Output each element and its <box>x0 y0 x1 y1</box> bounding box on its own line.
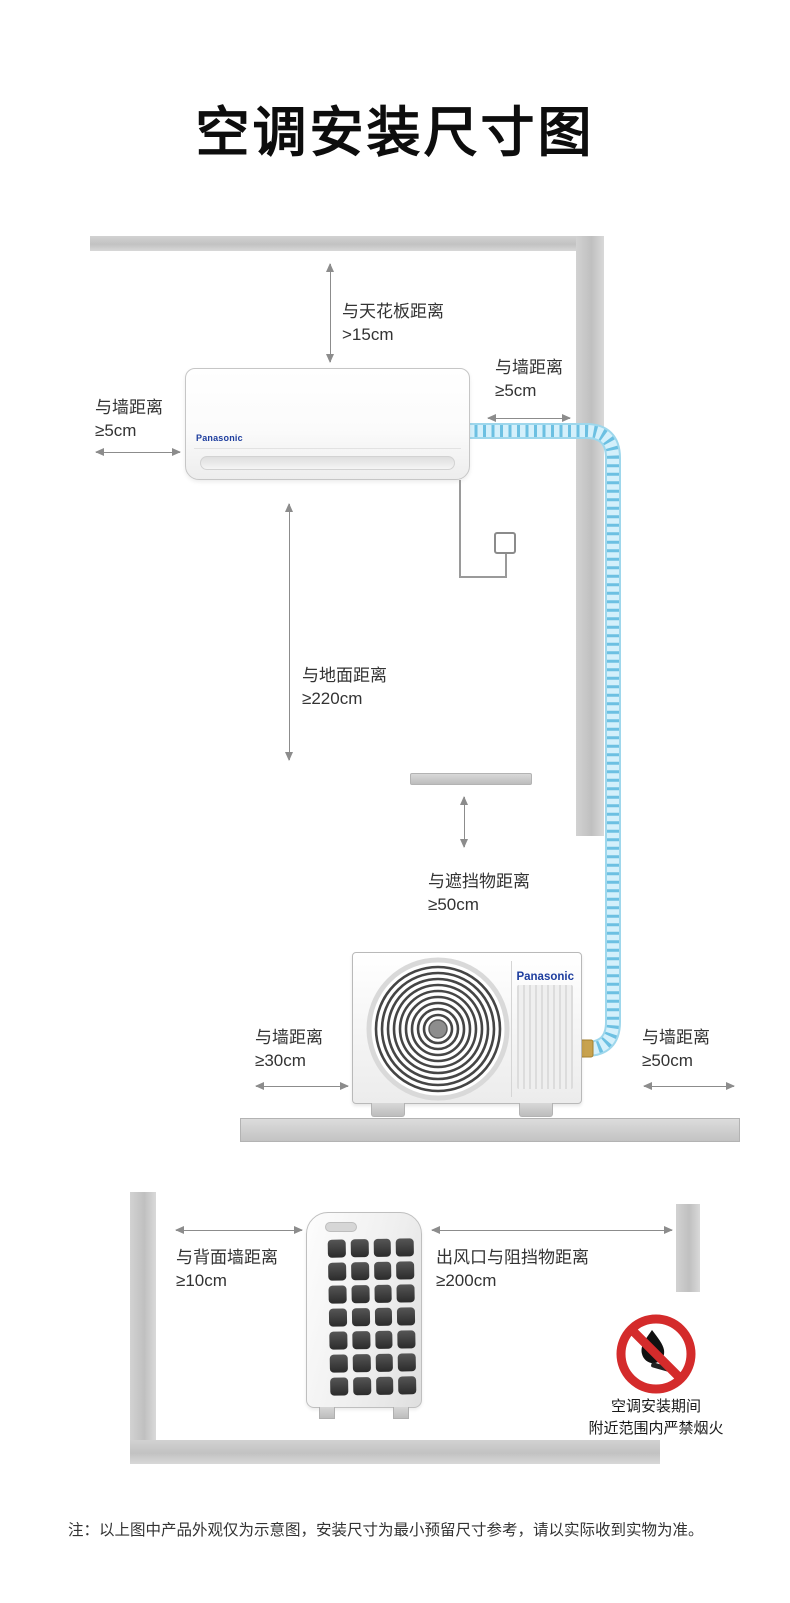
clearance-name: 与墙距离 <box>255 1028 323 1047</box>
arrow-air-outlet <box>431 1226 673 1234</box>
no-fire-icon <box>616 1314 696 1394</box>
vent-grid <box>327 1238 417 1396</box>
outdoor-brand-logo: Panasonic <box>516 971 574 983</box>
clearance-name: 与墙距离 <box>495 358 563 377</box>
right-wall <box>576 236 604 836</box>
clearance-label-obstruction: 与遮挡物距离 ≥50cm <box>428 870 530 916</box>
warning-line2: 附近范围内严禁烟火 <box>588 1420 724 1437</box>
side-unit-foot <box>319 1407 335 1419</box>
outdoor-unit-front: Panasonic <box>352 952 582 1117</box>
front-obstruction-wall <box>676 1204 700 1292</box>
arrow-indoor-right-wall <box>487 414 571 422</box>
obstruction-shelf <box>410 773 532 785</box>
clearance-value: ≥50cm <box>642 1051 693 1070</box>
clearance-name: 与天花板距离 <box>342 302 444 321</box>
clearance-value: ≥50cm <box>428 895 479 914</box>
clearance-label-indoor-right-wall: 与墙距离 ≥5cm <box>495 356 563 402</box>
clearance-name: 与墙距离 <box>95 398 163 417</box>
clearance-label-outdoor-left-wall: 与墙距离 ≥30cm <box>255 1026 323 1072</box>
bottom-floor <box>130 1440 660 1464</box>
clearance-value: ≥220cm <box>302 689 363 708</box>
arrow-back-wall <box>175 1226 303 1234</box>
warning-line1: 空调安装期间 <box>610 1398 701 1415</box>
clearance-value: ≥10cm <box>176 1271 227 1290</box>
footer-note: 注：以上图中产品外观仅为示意图，安装尺寸为最小预留尺寸参考，请以实际收到实物为准… <box>68 1522 704 1539</box>
clearance-label-indoor-left-wall: 与墙距离 ≥5cm <box>95 396 163 442</box>
side-unit-handle <box>325 1222 357 1232</box>
indoor-unit-air-flap <box>200 456 455 470</box>
clearance-value: ≥5cm <box>495 381 537 400</box>
power-cord <box>505 554 507 578</box>
arrow-obstruction-distance <box>460 796 468 848</box>
clearance-label-outdoor-right-wall: 与墙距离 ≥50cm <box>642 1026 710 1072</box>
arrow-outdoor-left-wall <box>255 1082 349 1090</box>
clearance-name: 与背面墙距离 <box>176 1248 278 1267</box>
clearance-name: 与墙距离 <box>642 1028 710 1047</box>
page-title: 空调安装尺寸图 <box>195 103 595 163</box>
indoor-brand-logo: Panasonic <box>196 433 243 443</box>
arrow-indoor-left-wall <box>95 448 181 456</box>
arrow-ceiling-distance <box>326 263 334 363</box>
arrow-floor-distance <box>285 503 293 761</box>
clearance-value: ≥5cm <box>95 421 137 440</box>
outdoor-unit-foot <box>519 1103 553 1117</box>
power-socket <box>494 532 516 554</box>
power-cord <box>459 480 461 578</box>
power-cord <box>459 576 507 578</box>
outdoor-unit-side <box>306 1212 422 1419</box>
outdoor-panel-seam <box>511 961 512 1097</box>
fan-grille-icon <box>366 957 510 1101</box>
indoor-unit: Panasonic <box>185 368 470 480</box>
back-wall <box>130 1192 156 1464</box>
clearance-label-ceiling: 与天花板距离 >15cm <box>342 300 444 346</box>
indoor-unit-seam <box>194 448 461 449</box>
arrow-outdoor-right-wall <box>643 1082 735 1090</box>
warning-caption: 空调安装期间 附近范围内严禁烟火 <box>556 1396 756 1440</box>
outdoor-unit-foot <box>371 1103 405 1117</box>
clearance-label-back-wall: 与背面墙距离 ≥10cm <box>176 1246 278 1292</box>
clearance-value: ≥30cm <box>255 1051 306 1070</box>
clearance-label-floor: 与地面距离 ≥220cm <box>302 664 387 710</box>
ground-slab <box>240 1118 740 1142</box>
ceiling-wall <box>90 236 604 251</box>
clearance-name: 出风口与阻挡物距离 <box>436 1248 589 1267</box>
clearance-value: >15cm <box>342 325 394 344</box>
clearance-name: 与地面距离 <box>302 666 387 685</box>
clearance-name: 与遮挡物距离 <box>428 872 530 891</box>
clearance-label-air-outlet: 出风口与阻挡物距离 ≥200cm <box>436 1246 589 1292</box>
side-unit-foot <box>393 1407 409 1419</box>
outdoor-side-slats <box>517 985 573 1089</box>
clearance-value: ≥200cm <box>436 1271 497 1290</box>
